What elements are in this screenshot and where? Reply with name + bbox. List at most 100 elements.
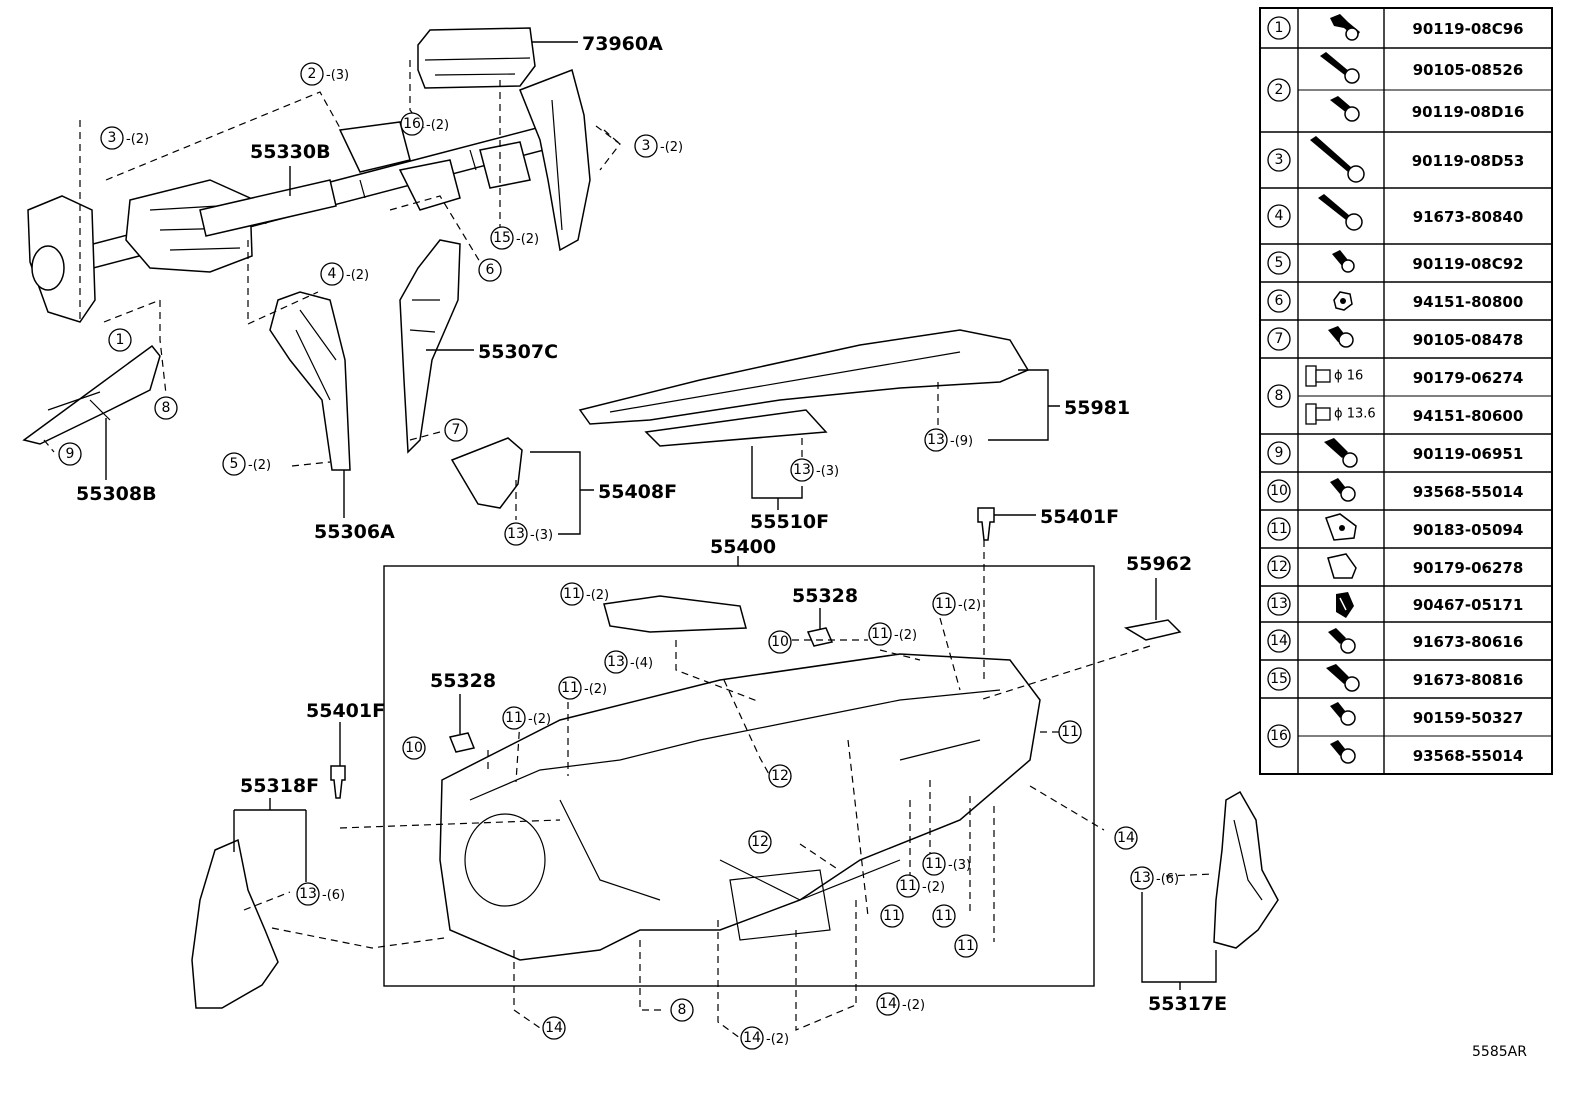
svg-text:90119-08C92: 90119-08C92 bbox=[1412, 255, 1523, 273]
svg-text:13: 13 bbox=[927, 432, 945, 448]
svg-text:10: 10 bbox=[1270, 483, 1288, 499]
svg-text:90179-06274: 90179-06274 bbox=[1413, 369, 1524, 387]
callout: 11 bbox=[954, 934, 978, 958]
svg-text:94151-80600: 94151-80600 bbox=[1413, 407, 1524, 425]
svg-text:90119-08C96: 90119-08C96 bbox=[1412, 20, 1523, 38]
part-label-55306a: 55306A bbox=[314, 521, 395, 543]
svg-text:1: 1 bbox=[116, 332, 125, 348]
svg-text:15: 15 bbox=[1270, 671, 1288, 687]
svg-text:91673-80616: 91673-80616 bbox=[1413, 633, 1524, 651]
callout: 11-(2) bbox=[558, 676, 607, 700]
svg-text:7: 7 bbox=[1275, 331, 1284, 347]
callout: 11 bbox=[1058, 720, 1082, 744]
callout: 11-(2) bbox=[502, 706, 551, 730]
clip-55962-drawing bbox=[1123, 619, 1182, 641]
part-label-55330b: 55330B bbox=[250, 141, 331, 163]
bolt-extra-long-icon bbox=[1310, 136, 1365, 183]
svg-text:-(2): -(2) bbox=[660, 140, 683, 155]
svg-text:11: 11 bbox=[935, 596, 953, 612]
duct-drawing bbox=[603, 595, 747, 633]
svg-text:8: 8 bbox=[1275, 388, 1284, 404]
svg-text:11: 11 bbox=[883, 908, 901, 924]
svg-text:-(2): -(2) bbox=[516, 232, 539, 247]
part-label-55328-left: 55328 bbox=[430, 670, 496, 692]
upper-pad-55981-drawing bbox=[578, 329, 1030, 425]
clip-55401f-drawing bbox=[330, 507, 995, 799]
svg-text:-(3): -(3) bbox=[816, 464, 839, 479]
table-part-numbers: 90119-08C96 90105-08526 90119-08D16 9011… bbox=[1412, 20, 1525, 765]
callout: 7 bbox=[444, 418, 468, 442]
callout: 13-(3) bbox=[504, 522, 553, 546]
svg-text:9: 9 bbox=[1275, 445, 1284, 461]
svg-text:11: 11 bbox=[957, 938, 975, 954]
callout: 16-(2) bbox=[400, 112, 449, 136]
callout: 11 bbox=[932, 904, 956, 928]
svg-text:-(2): -(2) bbox=[922, 880, 945, 895]
svg-text:12: 12 bbox=[751, 834, 769, 850]
bolt-short-icon bbox=[1328, 628, 1356, 654]
svg-text:10: 10 bbox=[405, 740, 423, 756]
part-label-55318f: 55318F bbox=[240, 775, 319, 797]
fastener-table: 1 2 3 4 5 6 7 8 9 10 11 12 13 14 15 16 bbox=[1259, 7, 1553, 775]
svg-text:90467-05171: 90467-05171 bbox=[1413, 596, 1524, 614]
callout: 4-(2) bbox=[320, 262, 369, 286]
callout: 3 -(2) bbox=[634, 134, 683, 158]
svg-text:3: 3 bbox=[1275, 152, 1284, 168]
svg-text:3: 3 bbox=[642, 138, 651, 154]
callout: 5 -(2) bbox=[222, 452, 271, 476]
bolt-short-icon bbox=[1330, 702, 1356, 764]
callout: 8 bbox=[154, 396, 178, 420]
svg-text:3: 3 bbox=[108, 130, 117, 146]
callout: 11-(3) bbox=[922, 852, 971, 876]
part-label-55401f-top: 55401F bbox=[1040, 506, 1119, 528]
svg-text:6: 6 bbox=[486, 262, 495, 278]
svg-text:-(2): -(2) bbox=[586, 588, 609, 603]
svg-text:-(9): -(9) bbox=[950, 434, 973, 449]
part-label-55328-top: 55328 bbox=[792, 585, 858, 607]
side-cover-55318f-drawing bbox=[191, 838, 279, 1009]
svg-text:-(2): -(2) bbox=[248, 458, 271, 473]
bolt-flange-icon bbox=[1326, 664, 1360, 692]
part-label-55408f: 55408F bbox=[598, 481, 677, 503]
svg-text:9: 9 bbox=[66, 446, 75, 462]
svg-text:93568-55014: 93568-55014 bbox=[1413, 747, 1524, 765]
svg-text:94151-80800: 94151-80800 bbox=[1413, 293, 1524, 311]
svg-text:13: 13 bbox=[1270, 596, 1288, 612]
svg-text:-(2): -(2) bbox=[958, 598, 981, 613]
bolt-flange-icon bbox=[1328, 326, 1354, 348]
callout: 13-(6) bbox=[296, 882, 345, 906]
table-row-numbers: 1 2 3 4 5 6 7 8 9 10 11 12 13 14 15 16 bbox=[1267, 16, 1291, 748]
svg-text:13: 13 bbox=[607, 654, 625, 670]
bolt-long-icon bbox=[1318, 194, 1363, 231]
svg-text:5: 5 bbox=[230, 456, 239, 472]
spring-clip-icon bbox=[1336, 592, 1354, 618]
callout: 10 bbox=[402, 736, 426, 760]
callout: 11-(2) bbox=[560, 582, 609, 606]
svg-text:10: 10 bbox=[771, 634, 789, 650]
svg-text:12: 12 bbox=[1270, 559, 1288, 575]
callout: 15-(2) bbox=[490, 226, 539, 250]
svg-text:11: 11 bbox=[925, 856, 943, 872]
svg-text:-(2): -(2) bbox=[766, 1032, 789, 1047]
svg-text:90183-05094: 90183-05094 bbox=[1413, 521, 1524, 539]
svg-text:90179-06278: 90179-06278 bbox=[1413, 559, 1524, 577]
svg-text:90105-08526: 90105-08526 bbox=[1413, 61, 1524, 79]
svg-text:7: 7 bbox=[452, 422, 461, 438]
callout: 1 bbox=[108, 328, 132, 352]
svg-text:-(3): -(3) bbox=[326, 68, 349, 83]
svg-text:90119-08D53: 90119-08D53 bbox=[1412, 152, 1525, 170]
svg-text:11: 11 bbox=[935, 908, 953, 924]
callout: 13-(6) bbox=[1130, 866, 1179, 890]
svg-text:2: 2 bbox=[308, 66, 317, 82]
bolt-flange-icon bbox=[1330, 96, 1360, 122]
callout: 14 bbox=[542, 1016, 566, 1040]
part-label-55510f: 55510F bbox=[750, 511, 829, 533]
nut-icon bbox=[1333, 291, 1353, 311]
svg-text:11: 11 bbox=[561, 680, 579, 696]
bolt-short-icon bbox=[1332, 250, 1355, 273]
svg-text:6: 6 bbox=[1275, 293, 1284, 309]
instrument-panel-55400-drawing bbox=[439, 653, 1041, 961]
svg-text:12: 12 bbox=[771, 768, 789, 784]
svg-text:4: 4 bbox=[1275, 208, 1284, 224]
clip-nut-icon bbox=[1305, 365, 1331, 425]
